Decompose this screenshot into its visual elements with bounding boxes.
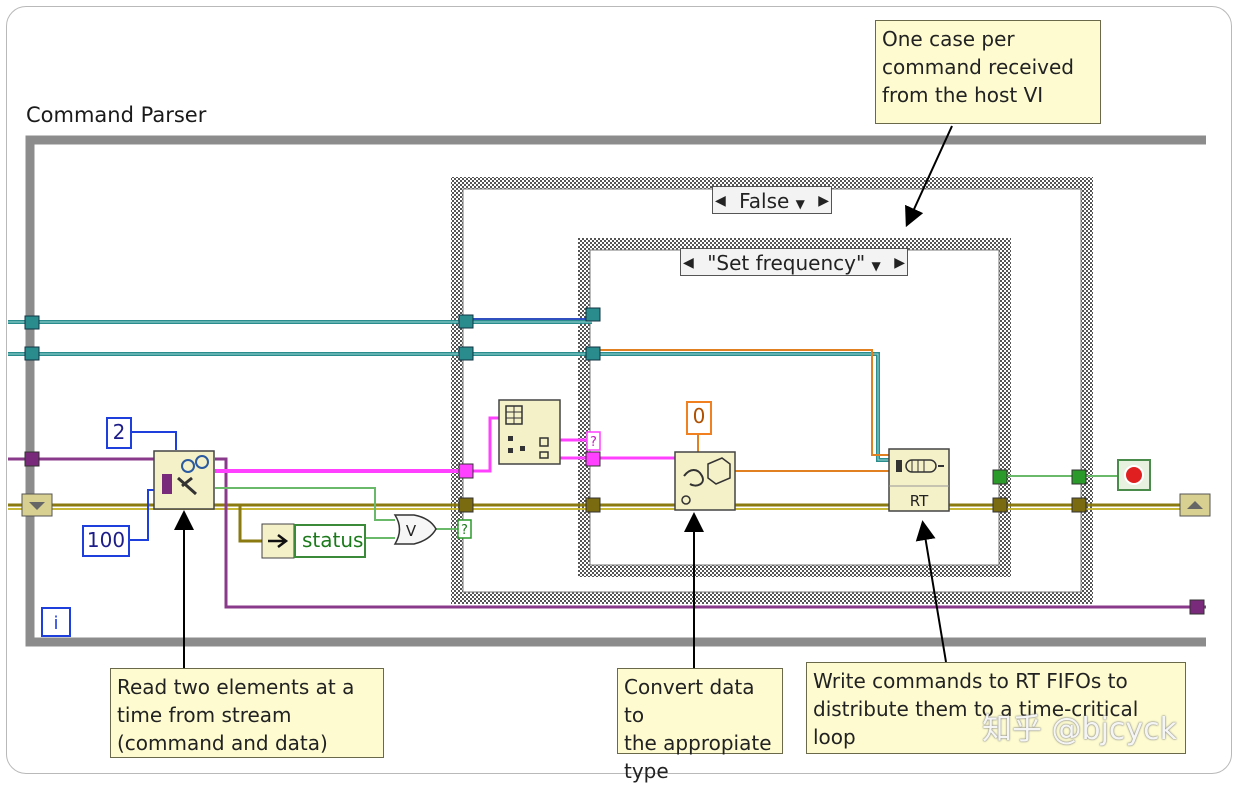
inner-case-selector[interactable]: ◀ "Set frequency" ▼ ▶: [680, 248, 908, 276]
case-next-arrow-icon[interactable]: ▶: [818, 193, 829, 209]
element-count-constant[interactable]: 2: [106, 417, 132, 449]
status-element: status: [294, 524, 366, 558]
inner-case-dropdown-icon[interactable]: ▼: [871, 259, 881, 273]
cluster-wire-2: [8, 349, 890, 462]
read-stream-icon: [153, 450, 215, 510]
loop-iteration-label: i: [53, 613, 58, 634]
shift-register-icon: [21, 493, 1211, 517]
rt-fifo-write-icon: RT: [888, 448, 950, 512]
case-prev-arrow-icon[interactable]: ◀: [715, 193, 726, 209]
variant-to-data-icon: [674, 451, 736, 511]
inner-case-next-arrow-icon[interactable]: ▶: [894, 255, 905, 271]
annotation-top: One case per command received from the h…: [875, 20, 1101, 124]
inner-case-selector-label: "Set frequency": [707, 251, 866, 275]
loop-iteration-icon: i: [41, 607, 71, 637]
tunnel-mark-1: ?: [590, 435, 597, 450]
stop-button-icon[interactable]: [1117, 459, 1151, 491]
tunnel-mark-2: ?: [461, 523, 468, 538]
or-gate-label: V: [406, 522, 417, 540]
case-dropdown-icon[interactable]: ▼: [795, 197, 805, 211]
error-wire: [8, 503, 1206, 543]
tunnel-marks: ? ?: [457, 431, 601, 539]
while-loop-border: [25, 135, 1206, 647]
boolean-wire: [215, 475, 1118, 539]
status-unbundle: [261, 523, 295, 559]
annotation-write: Write commands to RT FIFOs to distribute…: [806, 662, 1186, 754]
annotation-arrows: [174, 125, 953, 668]
outer-case-selector[interactable]: ◀ False ▼ ▶: [712, 186, 832, 214]
timeout-constant[interactable]: 100: [82, 525, 130, 557]
rt-fifo-label: RT: [910, 492, 929, 510]
unflatten-icon: [498, 399, 561, 465]
inner-case-prev-arrow-icon[interactable]: ◀: [683, 255, 694, 271]
watermark: 知乎 @bjcyck: [982, 712, 1178, 747]
annotation-convert: Convert data to the appropiate type: [617, 668, 783, 783]
cluster-wire-1: [8, 318, 592, 324]
outer-case-selector-label: False: [739, 189, 790, 213]
string-wire: [215, 416, 675, 473]
loop-title: Command Parser: [26, 103, 207, 127]
annotation-read: Read two elements at a time from stream …: [110, 668, 384, 758]
or-gate-icon: V: [393, 514, 437, 545]
zero-constant[interactable]: 0: [686, 401, 712, 435]
tunnels: [24, 307, 1205, 615]
inner-case-structure: [578, 238, 1011, 577]
